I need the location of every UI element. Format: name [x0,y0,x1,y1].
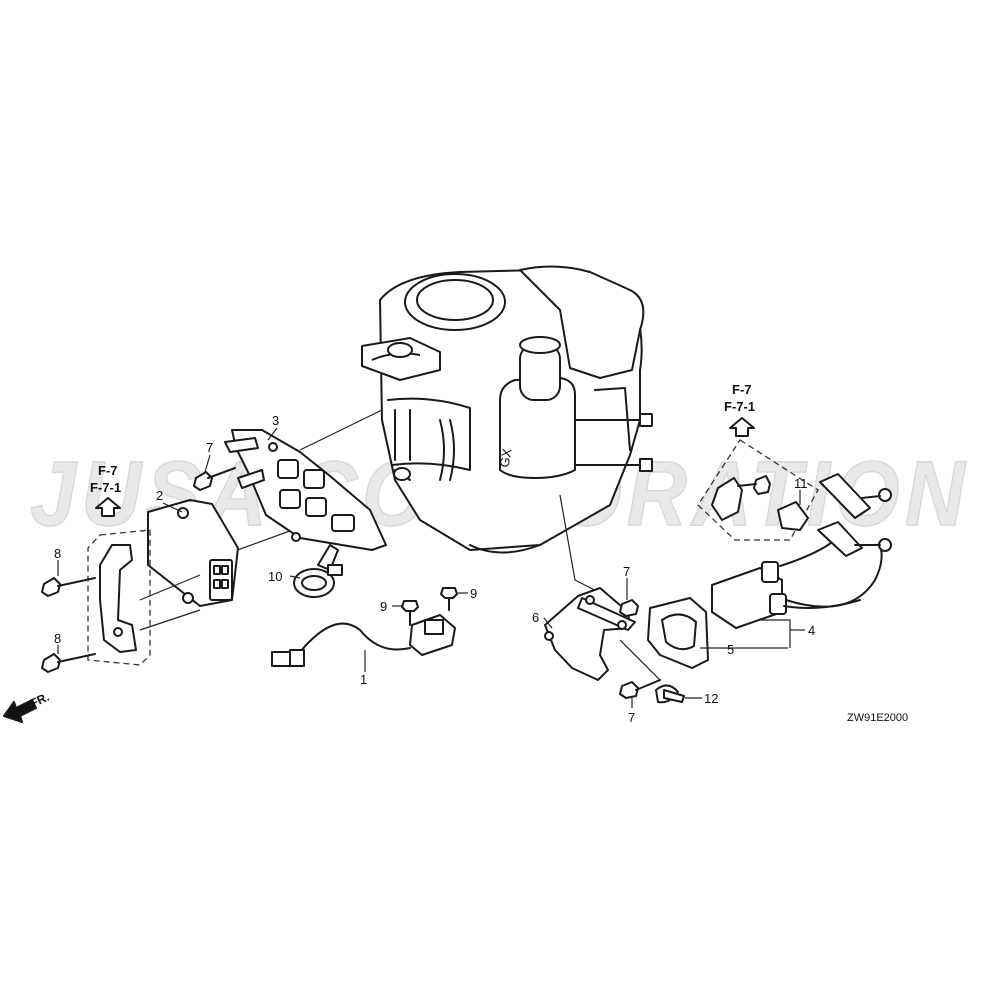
leader-engine-bracket [299,409,383,451]
right-bracket-group [697,439,819,541]
arrow-front-icon [3,699,37,723]
bolt-8b [41,645,96,673]
bolt-icon [619,599,639,617]
ref-right-line2: F-7-1 [724,399,755,414]
bolt-icon [41,577,61,597]
bolt-icon [619,681,639,699]
callout-12: 12 [704,691,718,706]
part-5-coil-holder [647,597,788,669]
bolt-7b [619,578,639,617]
callout-6: 6 [532,610,539,625]
callout-8b: 8 [54,631,61,646]
engine-marking: GX [497,447,515,468]
front-marker: FR. [3,690,51,723]
engine-block: GX [361,265,653,554]
callout-5: 5 [727,642,734,657]
bolt-9a [392,600,419,626]
diagram-code: ZW91E2000 [847,712,908,724]
arrow-up-icon [95,497,121,517]
bolt-8a [41,560,96,597]
ref-right-group: F-7 F-7-1 [724,382,755,437]
part-10-hose-clamp [289,544,343,598]
callout-1: 1 [360,672,367,687]
part-2-control-module [147,499,239,607]
bolt-7c [619,679,661,708]
ref-right-line1: F-7 [732,382,752,397]
callout-11: 11 [794,476,808,491]
bolt-7a [193,454,236,491]
callout-10: 10 [268,569,282,584]
bolt-icon [41,653,61,673]
ref-left-group: F-7 F-7-1 [90,463,121,517]
callout-7c: 7 [628,710,635,725]
ref-left-line1: F-7 [98,463,118,478]
part-3-bracket-plate [224,427,387,551]
bolt-9b [440,587,468,611]
callout-7a: 7 [206,440,213,455]
arrow-up-icon [729,417,755,437]
left-bracket-group [87,529,201,666]
callout-8a: 8 [54,546,61,561]
part-4-ignition-coil [711,473,892,648]
callout-7b: 7 [623,564,630,579]
callout-3: 3 [272,413,279,428]
callout-9a: 9 [380,599,387,614]
callout-4: 4 [808,623,815,638]
callout-9b: 9 [470,586,477,601]
callout-2: 2 [156,488,163,503]
bolt-icon [401,600,419,612]
part-12-clip [619,639,702,704]
bolt-icon [440,587,458,599]
ref-left-line2: F-7-1 [90,480,121,495]
bolt-icon [193,471,213,491]
front-marker-label: FR. [28,690,51,711]
part-6-ignition-bracket [543,587,636,681]
part-1-sensor-harness [271,614,456,672]
